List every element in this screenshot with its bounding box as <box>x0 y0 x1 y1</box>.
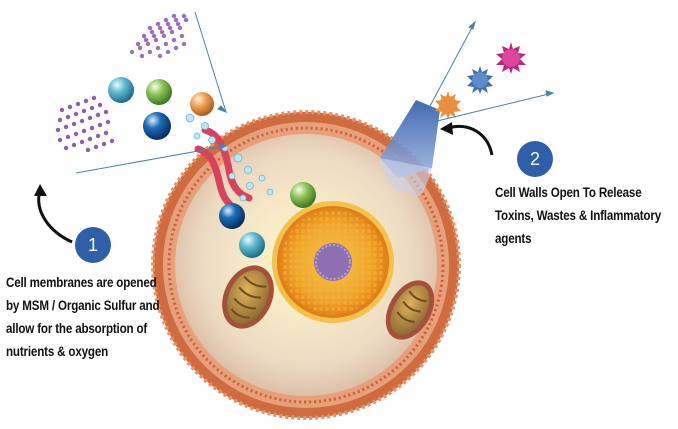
nutrient-sphere <box>108 77 134 103</box>
curved-arrow-1 <box>34 184 73 244</box>
toxin-particle-blue <box>467 66 493 94</box>
mitochondrion-right <box>385 280 435 340</box>
toxin-particle-orange <box>435 91 461 119</box>
caption-line: nutrients & oxygen <box>6 344 109 359</box>
caption-line: Toxins, Wastes & Inflammatory <box>495 208 661 223</box>
nutrient-sphere <box>239 232 265 258</box>
toxin-particle-magenta <box>496 42 526 74</box>
nutrient-sphere <box>219 203 245 229</box>
nucleolus <box>314 243 352 281</box>
step-2-badge: 2 <box>517 141 553 177</box>
nutrient-sphere <box>290 182 316 208</box>
mitochondrion-left <box>222 265 274 329</box>
flow-arrows <box>75 11 555 174</box>
step-1-badge: 1 <box>75 227 111 263</box>
nutrient-sphere <box>190 92 214 116</box>
step-2-caption: Cell Walls Open To Release Toxins, Waste… <box>495 181 661 250</box>
caption-line: Cell membranes are opened <box>6 275 157 290</box>
nutrient-sphere <box>146 79 172 105</box>
caption-line: agents <box>495 231 532 246</box>
caption-line: by MSM / Organic Sulfur and <box>6 298 160 313</box>
nutrient-sphere <box>143 112 171 140</box>
step-1-caption: Cell membranes are opened by MSM / Organ… <box>6 271 160 363</box>
curved-arrow-2 <box>440 122 494 156</box>
caption-line: Cell Walls Open To Release <box>495 185 642 200</box>
caption-line: allow for the absorption of <box>6 321 148 336</box>
particle-cloud-left <box>55 95 115 153</box>
particle-cloud-top <box>129 13 189 59</box>
membrane-channel-right <box>380 100 440 197</box>
